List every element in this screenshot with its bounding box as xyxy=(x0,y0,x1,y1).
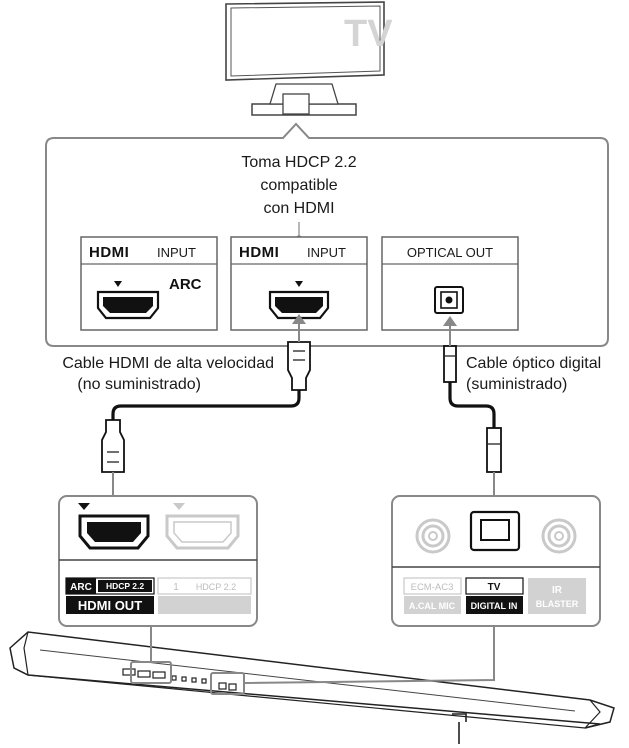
hdmi-cable-line-1: Cable HDMI de alta velocidad xyxy=(62,355,274,372)
ir-jack-icon xyxy=(541,518,577,554)
digital-in-label: DIGITAL IN xyxy=(471,601,518,611)
arc-label: ARC xyxy=(169,276,202,293)
hdmi-logo: HDMI xyxy=(239,244,279,261)
hdmi-plug-bottom xyxy=(101,419,125,473)
hdcp-note-line-2: compatible xyxy=(260,177,337,194)
bar-optical-highlight xyxy=(210,672,245,695)
optical-out-label: OPTICAL OUT xyxy=(407,245,493,260)
tv-illustration: TV xyxy=(225,1,393,116)
optical-plug-bottom xyxy=(486,427,502,473)
optical-plug-top xyxy=(443,345,457,383)
hdmi-out-marker-icon xyxy=(78,503,90,510)
port-marker-icon xyxy=(295,281,303,287)
optical-cable-line-1: Cable óptico digital xyxy=(466,355,601,372)
arrow-up-icon xyxy=(443,316,457,326)
port-arc-label: INPUT xyxy=(157,245,196,260)
mic-jack-icon xyxy=(415,518,451,554)
hdmi-out-label: HDMI OUT xyxy=(78,598,142,613)
optical-in-socket-icon xyxy=(469,510,521,552)
hdmi-cable-line-2: (no suministrado) xyxy=(77,376,201,393)
soundbar-optical-panel: ECM-AC3 A.CAL MIC TV DIGITAL IN IR BLAST… xyxy=(391,495,601,627)
ir-top-label: IR xyxy=(552,585,563,596)
optical-cable-caption: Cable óptico digital (suministrado) xyxy=(466,355,601,393)
hdcp-tag: HDCP 2.2 xyxy=(106,581,144,591)
second-port-num: 1 xyxy=(173,582,179,593)
second-hdcp-tag: HDCP 2.2 xyxy=(196,582,236,592)
hdcp-note-line-3: con HDMI xyxy=(263,200,334,217)
hdmi-plug-top xyxy=(287,341,311,391)
tv-label: TV xyxy=(344,13,393,55)
tv-top-label: TV xyxy=(488,582,501,593)
optical-panel-leader xyxy=(243,626,495,684)
second-port-marker-icon xyxy=(173,503,185,510)
soundbar-hdmi-panel: ARC HDCP 2.2 HDMI OUT 1 HDCP 2.2 xyxy=(58,495,258,627)
port-hdcp-label: INPUT xyxy=(307,245,346,260)
ir-bottom-label: BLASTER xyxy=(536,599,579,609)
hdmi-cable xyxy=(101,314,311,506)
arc-marker-icon xyxy=(114,281,122,287)
mic-bottom-label: A.CAL MIC xyxy=(409,601,456,611)
tv-port-hdmi-arc: HDMI INPUT ARC xyxy=(80,236,218,331)
arrow-up-icon xyxy=(292,314,306,324)
tv-port-optical-out: OPTICAL OUT xyxy=(381,236,519,331)
tv-stand-pillar xyxy=(282,93,310,115)
hdcp-note-line-1: Toma HDCP 2.2 xyxy=(241,154,356,171)
power-cord-icon xyxy=(452,713,467,744)
mic-top-label: ECM-AC3 xyxy=(411,582,454,593)
hdcp-note: Toma HDCP 2.2 compatible con HDMI xyxy=(241,154,356,217)
optical-cable-line-2: (suministrado) xyxy=(466,376,567,393)
arc-tag: ARC xyxy=(70,582,92,593)
bar-hdmi-ports xyxy=(122,668,237,691)
soundbar-body xyxy=(9,631,615,744)
hdmi-cable-caption: Cable HDMI de alta velocidad (no suminis… xyxy=(62,355,274,393)
hdmi-logo: HDMI xyxy=(89,244,129,261)
